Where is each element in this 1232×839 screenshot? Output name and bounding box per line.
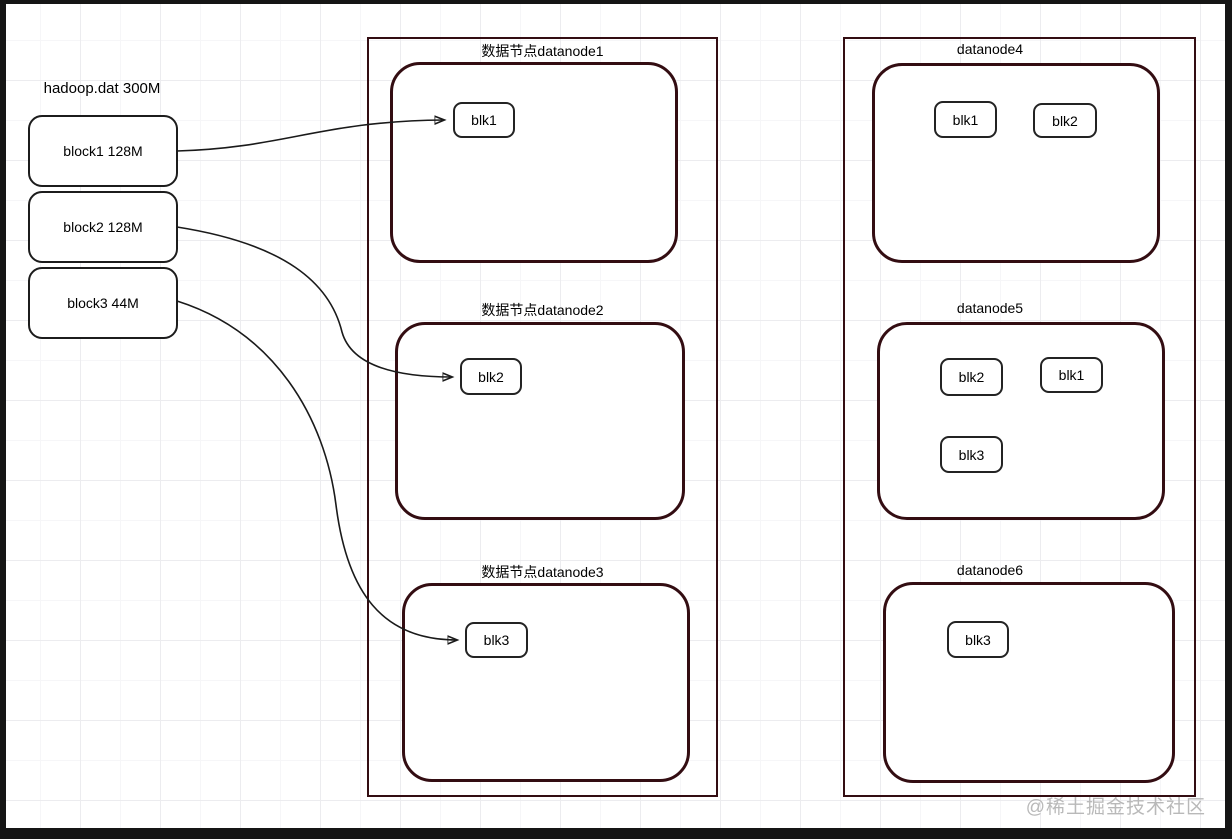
datanode6-box — [883, 582, 1175, 783]
datanode1-box — [390, 62, 678, 263]
datanode5-blk1: blk1 — [1040, 357, 1103, 393]
datanode1-title: 数据节点datanode1 — [481, 43, 604, 59]
datanode6-blk3: blk3 — [947, 621, 1009, 658]
datanode5-blk3: blk3 — [940, 436, 1003, 473]
file-block2: block2 128M — [28, 191, 178, 263]
datanode4-blk2: blk2 — [1033, 103, 1097, 138]
file-block3: block3 44M — [28, 267, 178, 339]
datanode4-blk1: blk1 — [934, 101, 997, 138]
datanode1-blk1-label: blk1 — [471, 112, 497, 128]
watermark: @稀土掘金技术社区 — [1025, 797, 1206, 818]
datanode4-blk2-label: blk2 — [1052, 112, 1078, 129]
datanode5-title: datanode5 — [956, 300, 1024, 316]
datanode2-blk2: blk2 — [460, 358, 522, 395]
datanode3-title: 数据节点datanode3 — [481, 564, 604, 580]
datanode2-title: 数据节点datanode2 — [481, 302, 604, 318]
file-block2-label: block2 128M — [63, 219, 143, 235]
datanode5-blk3-label: blk3 — [958, 446, 985, 463]
datanode4-blk1-label: blk1 — [952, 111, 979, 128]
datanode5-box — [877, 322, 1165, 520]
rack2-container — [843, 37, 1196, 797]
file-title: hadoop.dat 300M — [43, 80, 161, 97]
datanode2-box — [395, 322, 685, 520]
datanode5-blk2-label: blk2 — [958, 369, 985, 385]
datanode1-blk1: blk1 — [453, 102, 515, 138]
datanode4-box — [872, 63, 1160, 263]
datanode3-blk3: blk3 — [465, 622, 528, 658]
datanode6-title: datanode6 — [956, 562, 1024, 578]
datanode5-blk1-label: blk1 — [1058, 367, 1085, 383]
datanode3-blk3-label: blk3 — [483, 632, 510, 648]
file-block1-label: block1 128M — [63, 143, 143, 159]
datanode4-title: datanode4 — [956, 41, 1024, 57]
file-block3-label: block3 44M — [67, 295, 139, 311]
datanode5-blk2: blk2 — [940, 358, 1003, 396]
datanode3-box — [402, 583, 690, 782]
datanode6-blk3-label: blk3 — [965, 631, 991, 648]
datanode2-blk2-label: blk2 — [478, 368, 504, 385]
file-block1: block1 128M — [28, 115, 178, 187]
